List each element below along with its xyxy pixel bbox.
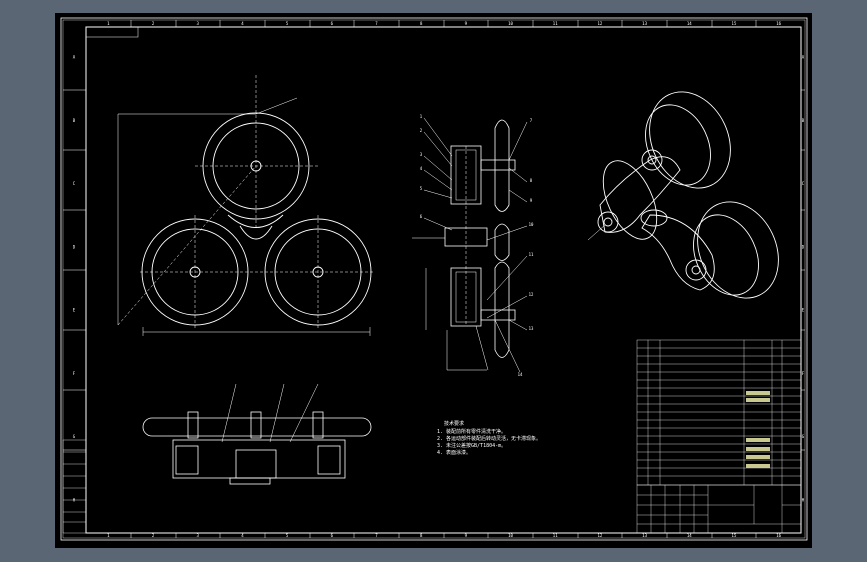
frame-zone-number: 2 [152, 533, 155, 538]
frame-zone-number: 6 [331, 533, 334, 538]
frame-zone-number: 8 [420, 533, 423, 538]
iso-hub-left [597, 211, 619, 233]
frame-zone-number: 3 [197, 533, 200, 538]
frame-zone-letter: F [802, 371, 805, 376]
frame-zone-number: 14 [687, 533, 692, 538]
part-balloon: 10 [529, 222, 534, 227]
frame-zone-number: 7 [375, 533, 378, 538]
front-view[interactable] [117, 75, 375, 336]
frame-zone-number: 11 [553, 533, 558, 538]
frame-zone-letter: D [802, 244, 805, 249]
frame-zone-number: 14 [687, 21, 692, 26]
isometric-view[interactable] [587, 79, 794, 312]
frame-zone-letter: G [802, 434, 805, 439]
frame-zone-number: 10 [508, 21, 513, 26]
frame-zone-number: 10 [508, 533, 513, 538]
frame-zone-letter: H [802, 497, 805, 502]
frame-zone-letter: G [73, 434, 76, 439]
frame-zone-number: 16 [776, 21, 781, 26]
technical-note-line: 1. 装配前所有零件清洗干净。 [437, 429, 507, 435]
frame-zone-letter: A [73, 55, 76, 60]
lower-wheel-profile [494, 261, 510, 358]
iso-hub-bottom [685, 259, 707, 281]
part-balloon: 14 [518, 372, 523, 377]
bill-of-materials[interactable] [636, 339, 802, 486]
part-balloon: 1 [420, 114, 423, 119]
top-view-wheel-bar [142, 417, 372, 437]
frame-zone-letter: E [73, 308, 76, 313]
iso-upper-wheel [649, 91, 731, 189]
frame-zone-number: 6 [331, 21, 334, 26]
frame-zone-number: 7 [375, 21, 378, 26]
part-balloon: 5 [420, 186, 423, 191]
iso-hub-top [641, 149, 663, 171]
frame-zone-number: 1 [107, 21, 110, 26]
section-view[interactable] [412, 117, 528, 373]
frame-zone-number: 2 [152, 21, 155, 26]
part-balloon: 9 [530, 198, 533, 203]
top-view[interactable] [142, 383, 372, 485]
frame-zone-number: 11 [553, 21, 558, 26]
frame-zone-number: 9 [465, 533, 468, 538]
frame-zone-letter: B [802, 118, 805, 123]
frame-zone-letter: D [73, 244, 76, 249]
frame-zone-letter: C [802, 181, 805, 186]
frame-zone-number: 15 [732, 21, 737, 26]
frame-zone-number: 4 [241, 533, 244, 538]
frame-zone-number: 16 [776, 533, 781, 538]
title-block[interactable] [636, 484, 802, 534]
drawing-frame [60, 17, 808, 541]
part-balloon: 7 [530, 118, 533, 123]
iso-arm [599, 156, 681, 233]
frame-zone-number: 13 [642, 533, 647, 538]
part-balloon: 3 [420, 152, 423, 157]
iso-lower-wheel [697, 201, 779, 299]
part-balloon: 11 [529, 252, 534, 257]
frame-zone-letter: E [802, 308, 805, 313]
frame-zone-number: 1 [107, 533, 110, 538]
frame-zone-number: 3 [197, 21, 200, 26]
frame-zone-number: 12 [597, 533, 602, 538]
frame-zone-number: 8 [420, 21, 423, 26]
technical-notes-title: 技术要求 [444, 421, 465, 427]
part-balloon: 2 [420, 128, 423, 133]
technical-note-line: 2. 各运动部件装配后转动灵活，无卡滞现象。 [437, 436, 542, 442]
iso-left-wheel [602, 160, 658, 240]
frame-zone-number: 12 [597, 21, 602, 26]
frame-zone-letter: C [73, 181, 76, 186]
frame-zone-number: 5 [286, 533, 289, 538]
part-balloon: 13 [529, 326, 534, 331]
frame-zone-number: 13 [642, 21, 647, 26]
revision-strip [62, 439, 87, 534]
model-space-background [55, 13, 812, 548]
frame-zone-letter: H [73, 497, 76, 502]
part-balloon: 4 [420, 166, 423, 171]
upper-wheel-profile [494, 119, 510, 212]
technical-note-line: 3. 未注公差按GB/T1804-m。 [437, 443, 507, 449]
frame-zone-letter: B [73, 118, 76, 123]
part-balloon: 8 [530, 178, 533, 183]
frame-zone-number: 15 [732, 533, 737, 538]
frame-zone-number: 4 [241, 21, 244, 26]
part-balloon: 12 [529, 292, 534, 297]
frame-zone-number: 9 [465, 21, 468, 26]
bom-highlight-cells [746, 391, 770, 468]
technical-note-line: 4. 表面涂漆。 [437, 450, 472, 456]
frame-zone-ticks [63, 20, 805, 538]
frame-zone-number: 5 [286, 21, 289, 26]
frame-zone-letter: A [802, 55, 805, 60]
frame-zone-letter: F [73, 371, 76, 376]
part-balloon: 6 [420, 214, 423, 219]
middle-wheel-profile [494, 223, 510, 261]
tri-star-frame [227, 214, 284, 240]
